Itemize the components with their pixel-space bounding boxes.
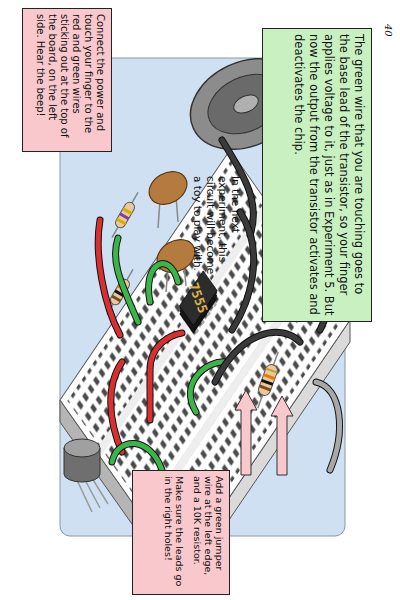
callout-text: Connect the power and touch your finger … xyxy=(34,14,106,146)
wire-outline xyxy=(150,333,182,420)
resistor xyxy=(257,363,279,397)
resistor-band xyxy=(263,373,275,380)
capacitor xyxy=(143,165,193,211)
transistor-lead xyxy=(76,478,92,512)
wire-outline xyxy=(149,264,178,302)
black-wire xyxy=(215,332,300,382)
wire-outline xyxy=(112,443,162,470)
callout-text: The green wire that you are touching goe… xyxy=(291,34,366,316)
resistor-band xyxy=(122,207,132,215)
resistor-lead xyxy=(258,352,279,408)
resistor-band xyxy=(259,385,271,392)
transistor-top xyxy=(64,439,100,457)
transistor-lead xyxy=(92,478,108,504)
wire-outline xyxy=(111,362,122,452)
instruction-box: Connect the power and touch your finger … xyxy=(22,8,112,152)
wire-outline xyxy=(215,332,300,382)
pointer-arrow xyxy=(235,390,257,475)
wire-outline xyxy=(115,238,138,322)
resistor xyxy=(114,200,137,229)
pointer-arrow xyxy=(271,396,293,475)
green-jumper xyxy=(112,443,162,470)
page-number: 40 xyxy=(378,24,394,54)
wire-outline xyxy=(316,382,339,470)
green-wire xyxy=(115,238,138,322)
resistor-band xyxy=(119,213,129,221)
note-text: In the next experiment, this circuit wil… xyxy=(176,176,242,280)
red-wire xyxy=(150,333,182,420)
speaker-hub xyxy=(231,91,261,116)
resistor-band xyxy=(116,218,126,226)
instruction-box: Add a green jumper wire at the left edge… xyxy=(132,470,230,595)
info-box: The green wire that you are touching goe… xyxy=(262,28,372,322)
resistor-lead xyxy=(112,192,138,237)
transistor-lead xyxy=(84,478,100,508)
green-wire xyxy=(149,264,178,302)
resistor-band xyxy=(265,368,277,374)
callout-text: Add a green jumper wire at the left edge… xyxy=(191,476,224,589)
grey-wire xyxy=(316,382,339,470)
callout-text: Make sure the leads go in the right hole… xyxy=(162,476,184,589)
resistor-band xyxy=(261,379,273,386)
red-wire xyxy=(111,362,122,452)
resistor-band xyxy=(111,295,121,303)
